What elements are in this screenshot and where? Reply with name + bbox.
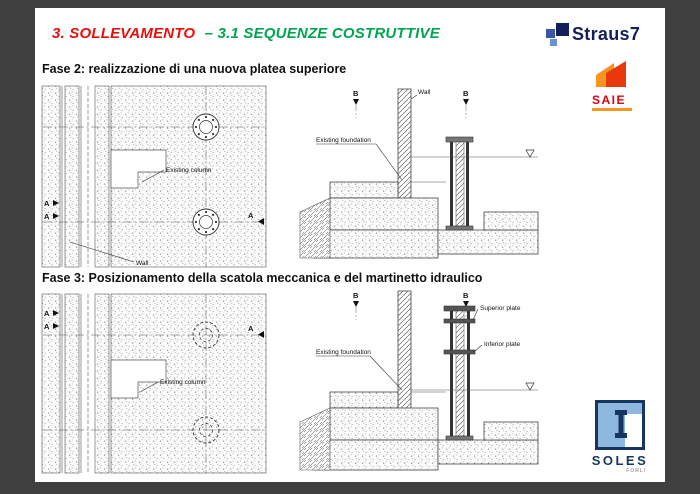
hydraulic-jack [443, 305, 476, 441]
plan-leader-lines [69, 169, 165, 263]
soil-hatch [299, 407, 331, 471]
soles-logo-subtext: FORLI [626, 468, 646, 474]
level-marks [411, 149, 538, 183]
section-arrows [53, 200, 264, 225]
plan-beam-notch [110, 149, 167, 189]
plate-leaders [472, 308, 483, 353]
section-arrows [353, 99, 469, 105]
slide: 3. SOLLEVAMENTO – 3.1 SEQUENZE COSTRUTTI… [35, 8, 665, 482]
plan-wall-layers [41, 85, 267, 268]
inferior-plate [443, 349, 476, 355]
fase3-plan-drawing: Existing column A A A [41, 293, 267, 474]
label-existing-column: Existing column [160, 379, 206, 386]
plan-leader-lines [139, 381, 159, 393]
soles-logo: SOLES FORLI [588, 400, 652, 474]
plan-centerlines [43, 86, 267, 267]
label-existing-foundation: Existing foundation [316, 137, 371, 144]
soles-logo-text: SOLES [591, 453, 649, 468]
section-mark-b: B [353, 291, 359, 300]
label-existing-foundation: Existing foundation [316, 349, 371, 356]
slide-title: 3. SOLLEVAMENTO – 3.1 SEQUENZE COSTRUTTI… [52, 25, 440, 42]
straus7-logo: Straus7 [546, 21, 640, 47]
saie-logo-mark [596, 61, 626, 87]
fase2-heading: Fase 2: realizzazione di una nuova plate… [42, 62, 347, 76]
straus7-logo-mark [546, 23, 569, 46]
foundation-leader [316, 355, 403, 391]
saie-logo-text: SAIE [592, 93, 627, 107]
section-mark-b: B [463, 89, 469, 98]
label-inferior-plate: Inferior plate [484, 341, 521, 348]
fase3-section-drawing: B B Existing foundation [299, 290, 539, 471]
hydraulic-jack [445, 136, 474, 231]
soil-hatch [299, 197, 331, 259]
section-line-marks [355, 105, 467, 118]
label-superior-plate: Superior plate [480, 305, 521, 312]
level-marks [411, 382, 538, 393]
saie-logo-underline [592, 108, 632, 111]
column-symbols-dashed [192, 321, 220, 444]
section-mark-a: A [248, 324, 254, 333]
section-mark-b: B [463, 291, 469, 300]
soles-logo-mark [595, 400, 645, 450]
plan-beam-notch [110, 359, 167, 399]
foundation-leader [316, 143, 403, 181]
straus7-logo-text: Straus7 [572, 23, 641, 44]
superior-plate [443, 318, 476, 324]
saie-logo: SAIE [592, 61, 638, 111]
column-bolts [194, 115, 218, 234]
fase3-heading: Fase 3: Posizionamento della scatola mec… [42, 271, 483, 285]
plan-wall-layers [41, 293, 267, 474]
fase2-plan-drawing: Existing column Wall A A A [41, 85, 267, 268]
wall-section [397, 88, 412, 200]
label-wall: Wall [418, 89, 431, 96]
wall-section [397, 290, 412, 410]
section-mark-a: A [44, 212, 50, 221]
foundation-masses [313, 181, 539, 259]
fase2-section-drawing: B B Wall Existing foundation [299, 88, 539, 259]
title-subsection: – 3.1 SEQUENZE COSTRUTTIVE [204, 25, 440, 42]
section-arrows [353, 301, 469, 307]
section-arrows [53, 310, 264, 338]
section-mark-a: A [44, 322, 50, 331]
section-mark-a: A [44, 309, 50, 318]
foundation-masses [313, 391, 539, 471]
title-section: 3. SOLLEVAMENTO [52, 25, 196, 42]
section-mark-a: A [44, 199, 50, 208]
section-mark-a: A [248, 211, 254, 220]
label-existing-column: Existing column [166, 167, 212, 174]
section-mark-b: B [353, 89, 359, 98]
label-wall: Wall [136, 260, 149, 267]
